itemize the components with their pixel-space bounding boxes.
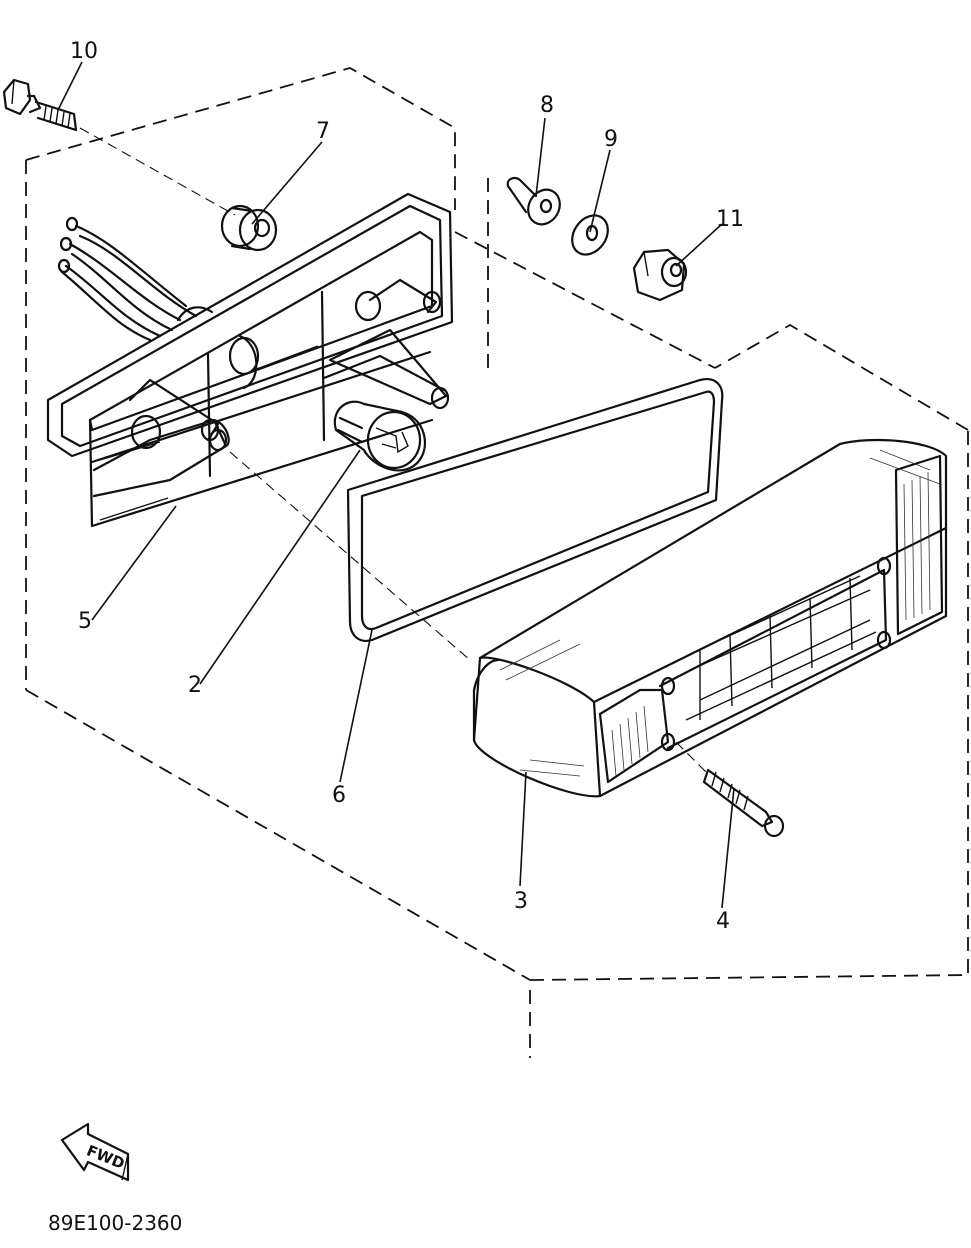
callout-10: 10	[70, 39, 98, 64]
leader-lines	[57, 61, 735, 909]
bulb-2	[333, 400, 426, 472]
wire-harness	[57, 216, 214, 342]
callout-8: 8	[540, 93, 554, 118]
lamp-housing-5	[46, 192, 454, 528]
gasket-6	[346, 378, 724, 642]
fwd-arrow-icon: FWD	[60, 1122, 130, 1182]
nut-11	[632, 248, 688, 302]
bolt-axis-line	[79, 127, 236, 216]
grommet-7	[220, 204, 278, 252]
washer-9	[571, 214, 609, 256]
callout-2: 2	[188, 673, 202, 698]
bolt-10	[2, 78, 78, 132]
assembly-boundary	[25, 67, 969, 1058]
callout-5: 5	[78, 609, 92, 634]
fwd-label: FWD	[84, 1141, 127, 1172]
callout-7: 7	[316, 119, 330, 144]
callout-3: 3	[514, 889, 528, 914]
drawing-code: 89E100-2360	[48, 1211, 182, 1235]
callout-6: 6	[332, 783, 346, 808]
callout-4: 4	[716, 909, 730, 934]
collar-8	[506, 176, 561, 226]
screw-axis-line	[675, 741, 707, 773]
lens-3	[472, 438, 948, 798]
screw-4	[702, 768, 785, 838]
callout-11: 11	[716, 207, 744, 232]
callout-9: 9	[604, 127, 618, 152]
housing-axis-line	[229, 451, 471, 661]
